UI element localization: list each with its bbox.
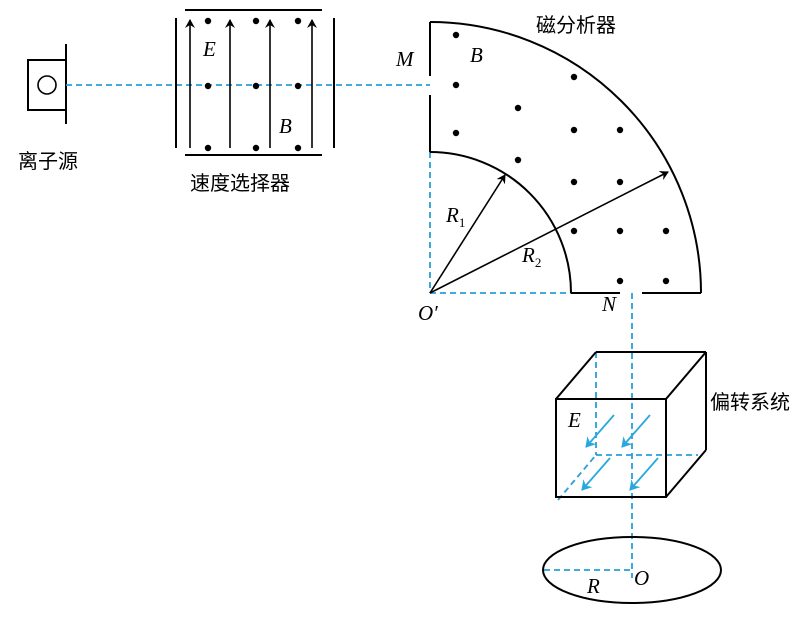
magnetic-analyzer-label: 磁分析器 <box>536 13 616 37</box>
point-m-label: M <box>395 47 415 71</box>
magnetic-analyzer-b-field-dots <box>452 31 670 285</box>
ion-source-label: 离子源 <box>18 149 78 173</box>
center-o-prime-label: O′ <box>418 301 438 325</box>
velocity-selector-label: 速度选择器 <box>190 171 290 195</box>
velocity-selector-e-label: E <box>202 37 216 61</box>
radius-r2-label: R2 <box>521 243 541 270</box>
magnetic-analyzer <box>429 21 702 294</box>
deflection-e-field-arrows <box>581 414 659 491</box>
screen-radius-r-label: R <box>586 574 600 598</box>
radius-r1-label: R1 <box>445 203 465 230</box>
screen-center-o-label: O <box>634 566 649 590</box>
velocity-selector-b-field-dots <box>204 17 302 152</box>
ion-source <box>27 44 67 124</box>
deflection-system-cube <box>555 351 707 498</box>
deflection-system-label: 偏转系统 <box>710 390 790 414</box>
radius-arrows <box>429 171 669 294</box>
velocity-selector <box>175 9 335 156</box>
point-n-label: N <box>601 292 617 316</box>
ion-beam-path <box>66 84 698 578</box>
velocity-selector-b-label: B <box>279 114 292 138</box>
deflection-e-label: E <box>567 408 581 432</box>
magnetic-analyzer-b-label: B <box>470 43 483 67</box>
detection-screen <box>542 536 722 604</box>
